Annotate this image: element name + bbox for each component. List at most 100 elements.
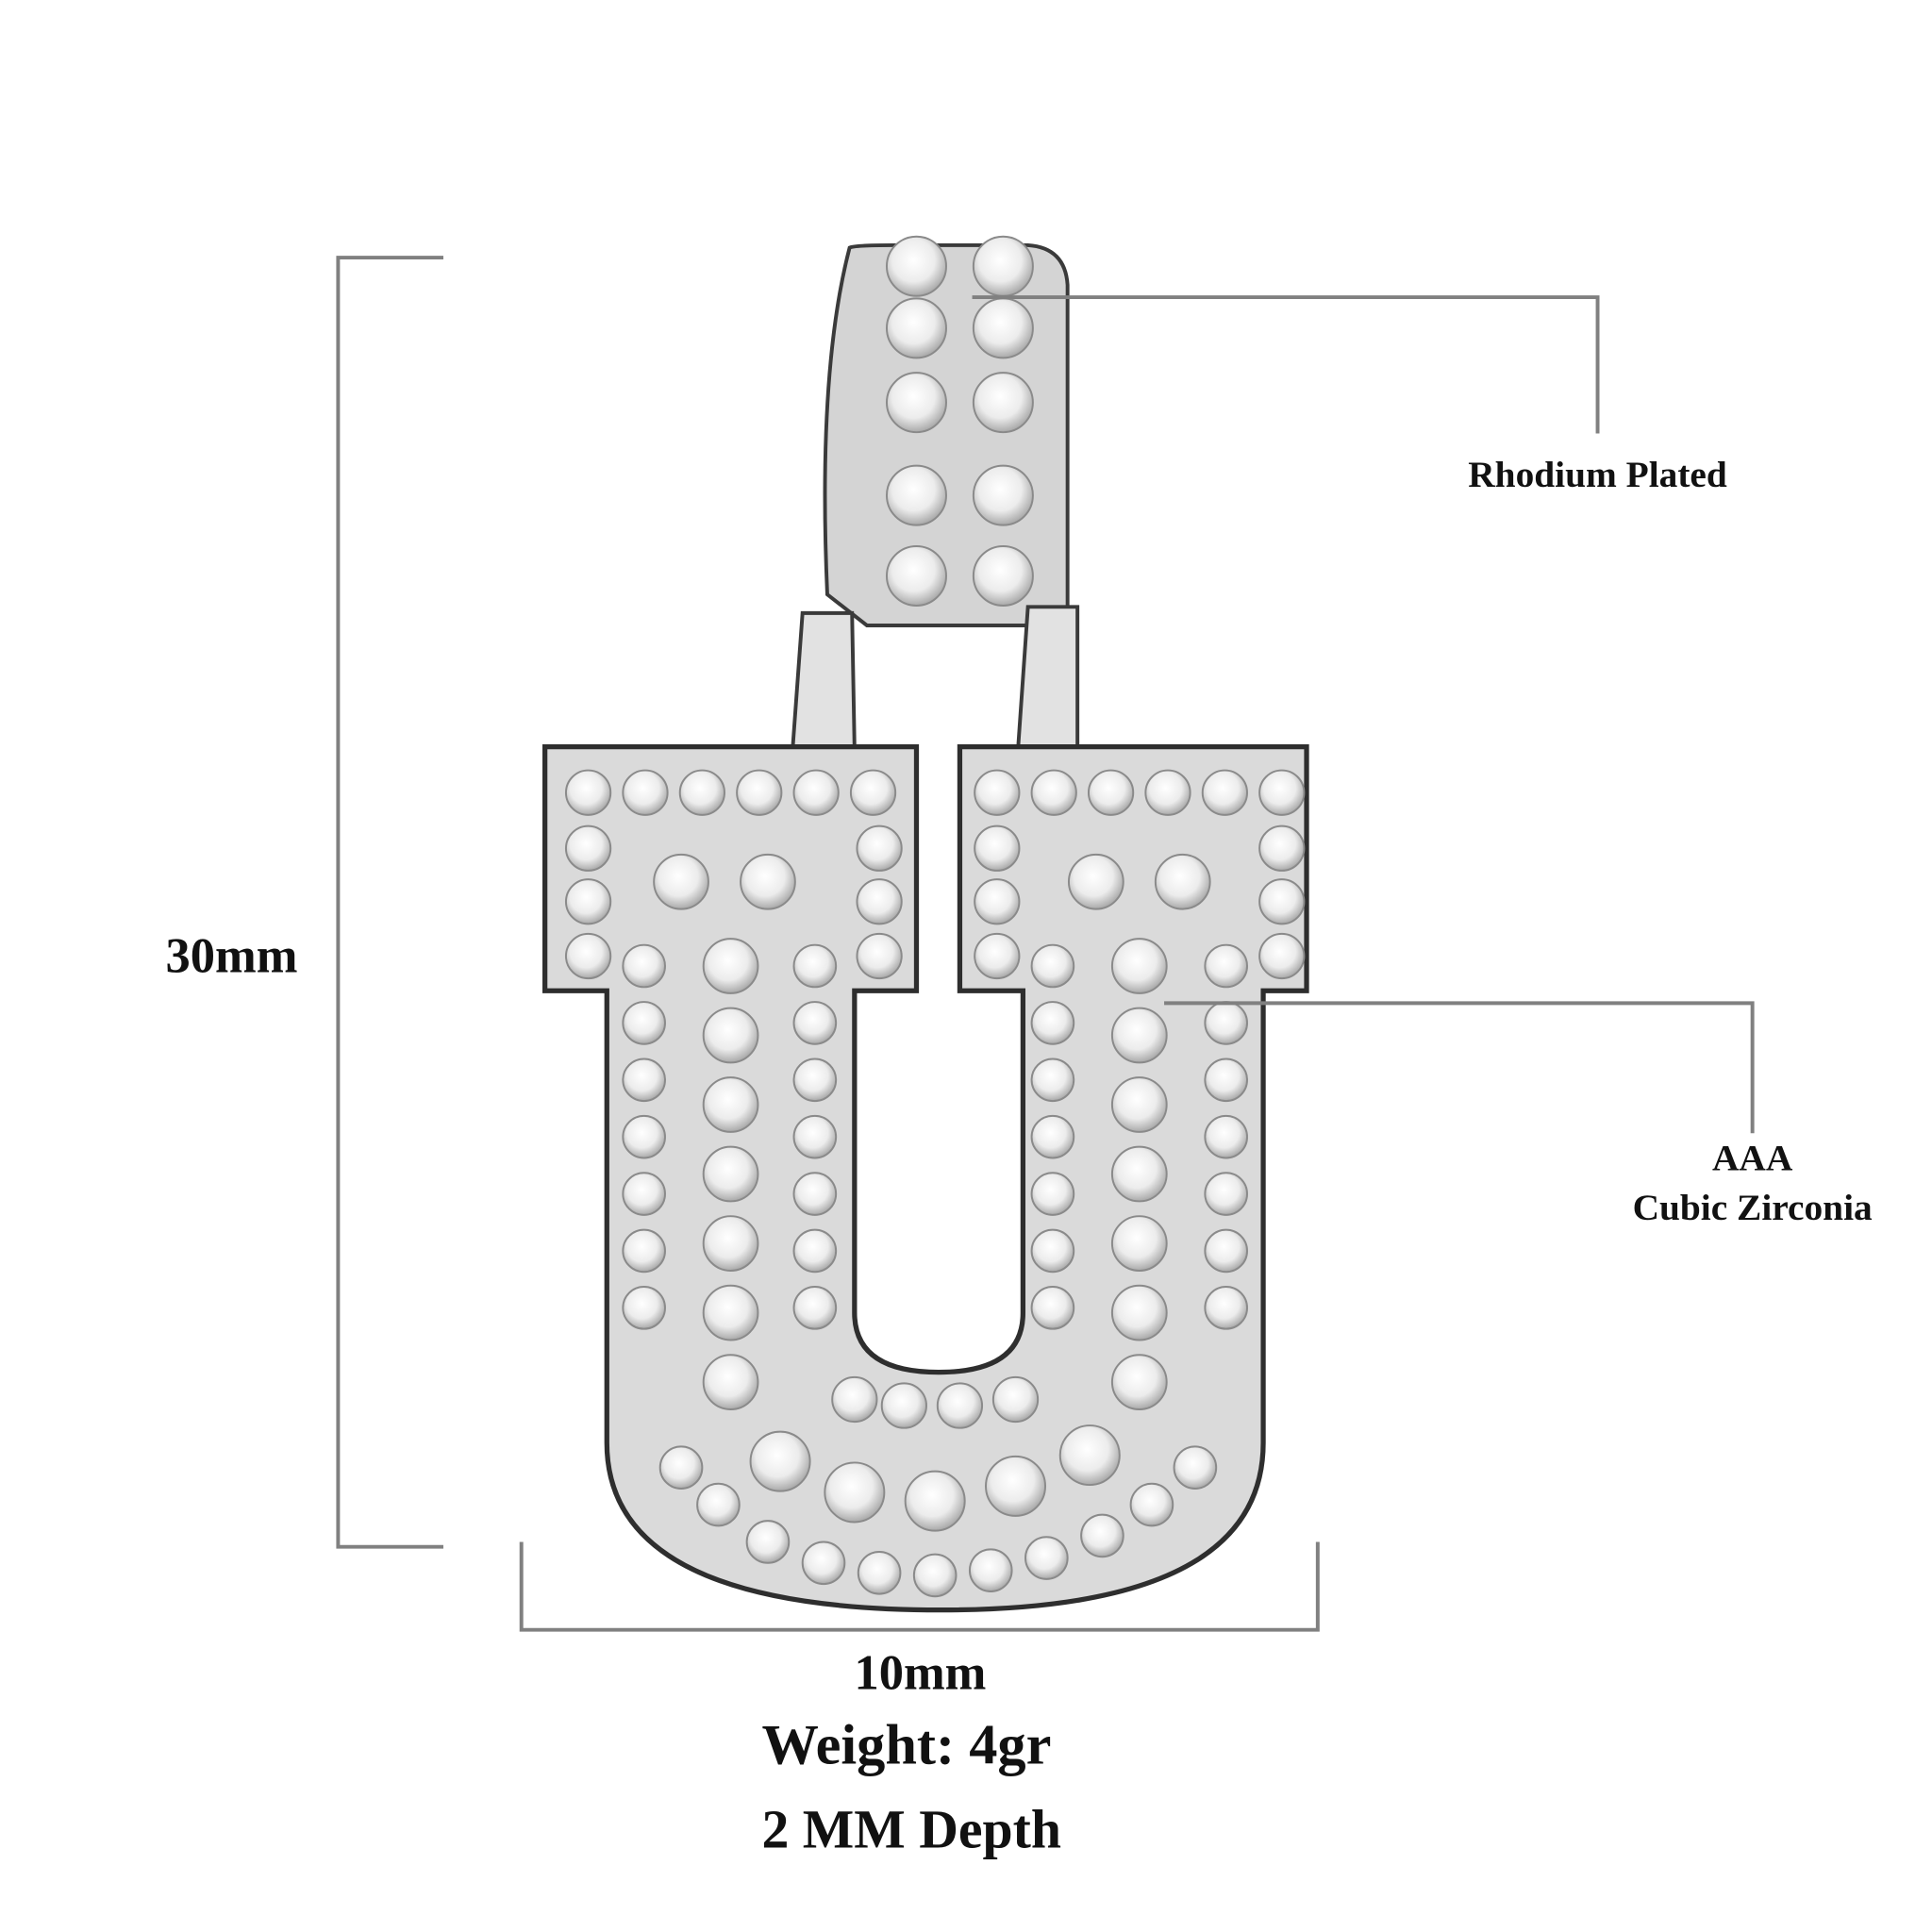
cz-stone — [1024, 1536, 1069, 1580]
cz-stone — [912, 1553, 958, 1598]
cz-stone — [1030, 1228, 1075, 1274]
cz-stone — [1110, 1215, 1168, 1272]
height-label: 30mm — [166, 929, 298, 984]
cz-stone — [792, 943, 838, 989]
cz-stone — [991, 1375, 1040, 1424]
cz-stone — [1058, 1424, 1121, 1487]
cz-stone — [1144, 769, 1191, 816]
cz-stone — [936, 1382, 984, 1429]
cz-stone — [1030, 1001, 1075, 1045]
cz-stone — [564, 824, 612, 872]
cz-stone — [849, 769, 897, 816]
stone-setting — [564, 235, 1306, 1598]
cz-stone — [972, 297, 1034, 359]
cz-stone — [792, 1114, 838, 1159]
cz-stone — [904, 1470, 966, 1532]
pendant-letter-u — [542, 235, 1309, 1613]
cz-stone — [885, 544, 947, 607]
cz-stone — [702, 1076, 759, 1133]
cz-stone — [622, 1058, 666, 1103]
cz-stone — [702, 938, 759, 994]
right-connector — [1016, 605, 1080, 752]
depth-label: 2 MM Depth — [761, 1801, 1061, 1860]
cz-stone — [856, 932, 903, 980]
cz-stone — [885, 372, 947, 434]
cz-stone — [622, 1001, 666, 1045]
cz-stone — [1110, 1007, 1168, 1064]
left-connector — [791, 610, 857, 752]
cz-stone — [885, 464, 947, 526]
cz-stone — [1030, 1286, 1075, 1330]
cz-stone — [1258, 824, 1306, 872]
cz-stone — [1030, 769, 1077, 816]
cz-stone — [1067, 853, 1124, 910]
cz-stone — [1080, 1513, 1124, 1558]
cz-stone — [653, 853, 709, 910]
cz-stone — [564, 878, 612, 925]
cz-stone — [974, 769, 1021, 816]
weight-label: Weight: 4gr — [762, 1713, 1052, 1776]
cz-stone — [974, 932, 1021, 980]
cz-callout-line — [1164, 1001, 1755, 1134]
cz-stone — [1110, 1284, 1168, 1341]
cz-stone — [1173, 1445, 1218, 1490]
cz-stone — [1204, 1058, 1248, 1103]
cz-stone — [1258, 878, 1306, 925]
cz-stone — [622, 943, 666, 989]
cz-stone — [1087, 769, 1135, 816]
cz-stone — [696, 1482, 741, 1527]
cz-stone — [749, 1430, 811, 1492]
cz-stone — [792, 1058, 838, 1103]
cz-stone — [985, 1455, 1047, 1517]
cz-stone — [1154, 853, 1211, 910]
cz-stone — [974, 824, 1021, 872]
stone-grade-label: AAA — [1712, 1138, 1793, 1179]
stone-type-label: Cubic Zirconia — [1633, 1187, 1873, 1228]
cz-stone — [792, 1286, 838, 1330]
cz-stone — [885, 297, 947, 359]
rhodium-plated-label: Rhodium Plated — [1468, 454, 1727, 495]
cz-stone — [1110, 1354, 1168, 1410]
cz-stone — [856, 878, 903, 925]
cz-stone — [622, 1228, 666, 1274]
cz-stone — [1110, 1076, 1168, 1133]
cz-stone — [702, 1215, 759, 1272]
cz-stone — [972, 372, 1034, 434]
cz-stone — [1204, 1172, 1248, 1216]
cz-stone — [1258, 769, 1306, 816]
cz-stone — [1204, 1114, 1248, 1159]
cz-stone — [792, 1228, 838, 1274]
cz-stone — [702, 1354, 759, 1410]
cz-stone — [622, 1172, 666, 1216]
cz-stone — [736, 769, 783, 816]
cz-stone — [745, 1520, 791, 1564]
cz-stone — [622, 769, 669, 816]
cz-stone — [792, 769, 840, 816]
cz-stone — [1129, 1482, 1174, 1527]
width-label: 10mm — [854, 1646, 986, 1701]
cz-stone — [880, 1382, 927, 1429]
cz-stone — [857, 1550, 902, 1595]
cz-stone — [622, 1286, 666, 1330]
cz-stone — [792, 1172, 838, 1216]
cz-stone — [658, 1445, 704, 1490]
cz-stone — [1030, 1114, 1075, 1159]
cz-stone — [972, 235, 1034, 297]
cz-stone — [1201, 769, 1248, 816]
cz-stone — [702, 1007, 759, 1064]
cz-stone — [801, 1541, 846, 1586]
width-dimension-bracket — [519, 1541, 1320, 1632]
cz-stone — [1110, 1145, 1168, 1203]
cz-stone — [856, 824, 903, 872]
cz-stone — [1204, 1001, 1248, 1045]
cz-stone — [1204, 1228, 1248, 1274]
cz-stone — [564, 769, 612, 816]
cz-stone — [702, 1145, 759, 1203]
cz-stone — [968, 1548, 1013, 1592]
cz-stone — [972, 464, 1034, 526]
cz-stone — [1030, 943, 1075, 989]
cz-stone — [1204, 943, 1248, 989]
cz-stone — [1204, 1286, 1248, 1330]
